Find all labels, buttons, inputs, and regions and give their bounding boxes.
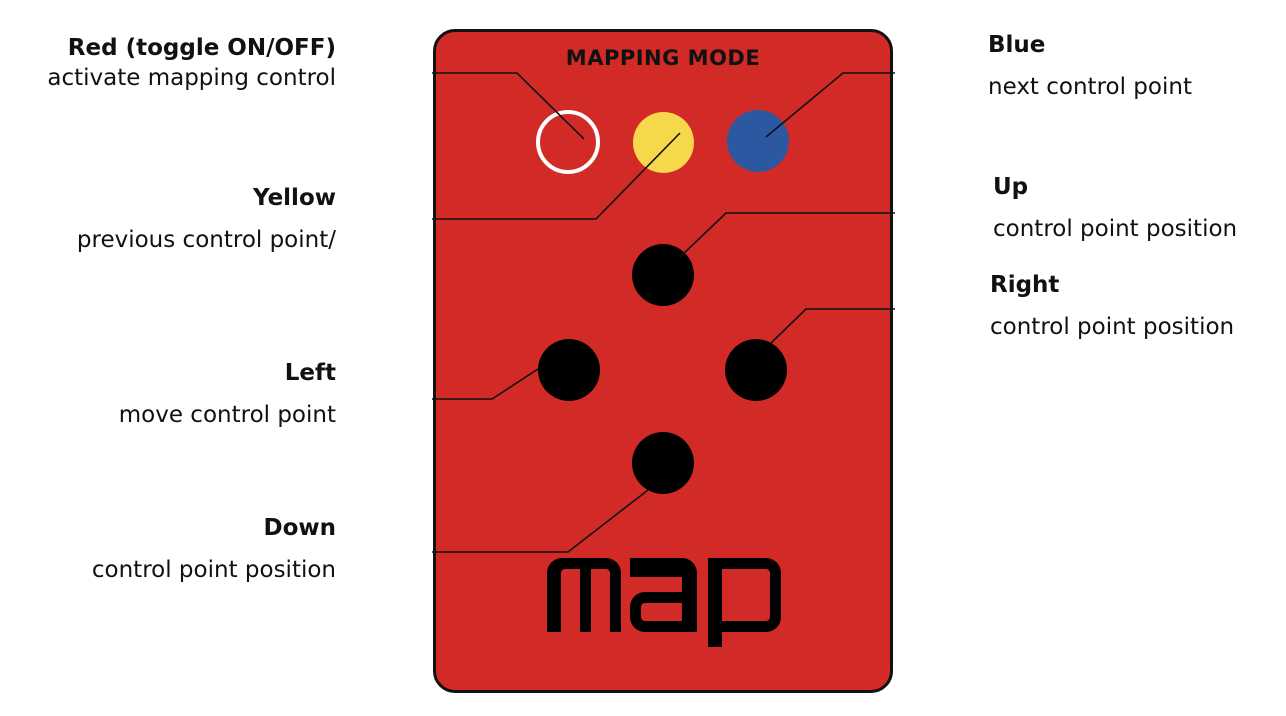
down-button[interactable]: [632, 432, 694, 494]
label-down: Down control point position: [92, 515, 336, 584]
label-up-title: Up: [993, 174, 1029, 200]
right-button[interactable]: [725, 339, 787, 401]
yellow-previous-button[interactable]: [633, 112, 694, 173]
label-left: Left move control point: [119, 360, 336, 429]
red-toggle-button[interactable]: [536, 110, 600, 174]
label-blue: Blue next control point: [988, 32, 1192, 101]
label-right-title: Right: [990, 272, 1060, 298]
up-button[interactable]: [632, 244, 694, 306]
label-left-title: Left: [284, 360, 336, 386]
label-yellow-desc: previous control point/: [76, 226, 336, 253]
label-red-title: Red (toggle ON/OFF): [67, 35, 336, 61]
blue-next-button[interactable]: [727, 110, 789, 172]
label-yellow: Yellow previous control point/: [77, 185, 336, 254]
label-up-desc: control point position: [993, 215, 1238, 242]
label-red: Red (toggle ON/OFF) activate mapping con…: [47, 35, 336, 92]
label-down-desc: control point position: [91, 556, 336, 583]
label-blue-desc: next control point: [988, 73, 1192, 100]
label-blue-title: Blue: [988, 32, 1046, 58]
device-title: MAPPING MODE: [565, 46, 761, 70]
label-down-title: Down: [263, 515, 336, 541]
label-left-desc: move control point: [118, 401, 336, 428]
left-button[interactable]: [538, 339, 600, 401]
label-right: Right control point position: [990, 272, 1234, 341]
label-red-desc: activate mapping control: [47, 64, 336, 91]
label-yellow-title: Yellow: [253, 185, 336, 211]
label-right-desc: control point position: [990, 313, 1235, 340]
label-up: Up control point position: [993, 174, 1237, 243]
